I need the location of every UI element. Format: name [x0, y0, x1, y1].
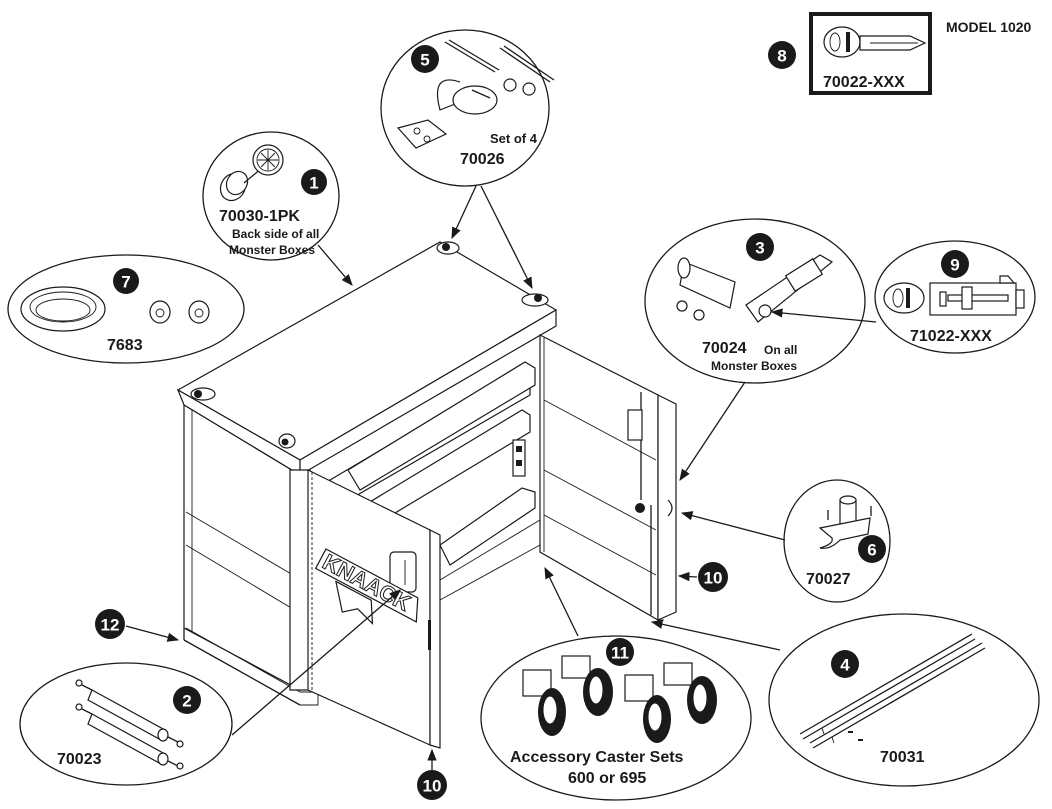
- badge-12: [95, 609, 125, 639]
- callout-2: 2 70023: [19, 589, 401, 786]
- part-number-71022-xxx: 71022-XXX: [910, 328, 992, 345]
- svg-text:6: 6: [867, 541, 876, 560]
- part-number-70022-xxx: 70022-XXX: [823, 74, 905, 91]
- callout-11: 11 Accessory Caster Sets 600 or 695: [480, 566, 752, 801]
- lifting-eye-front-left: [190, 387, 216, 401]
- badge-4: [831, 650, 859, 678]
- model-title: MODEL 1020: [946, 19, 1032, 35]
- callout-10-left: 10: [417, 748, 447, 800]
- svg-text:Monster Boxes: Monster Boxes: [229, 243, 315, 257]
- svg-text:1: 1: [309, 174, 318, 193]
- part-number-70030-1pk: 70030-1PK: [219, 208, 300, 225]
- callout-6: 6 70027: [680, 479, 891, 603]
- callout-10-right: 10: [677, 562, 728, 592]
- lifting-eye-rear-left: [436, 241, 460, 255]
- grommet-icon: [20, 286, 210, 332]
- latch-bracket-icon: [818, 495, 872, 549]
- svg-text:10: 10: [423, 777, 442, 796]
- vent-cap-icon: [219, 144, 284, 202]
- badge-9: [941, 250, 969, 278]
- svg-text:10: 10: [704, 569, 723, 588]
- svg-text:Accessory Caster Sets: Accessory Caster Sets: [510, 749, 684, 766]
- lifting-eye-rear-right: [521, 293, 549, 307]
- part-number-70027: 70027: [806, 571, 851, 588]
- svg-text:5: 5: [420, 51, 429, 70]
- badge-6: [858, 535, 886, 563]
- svg-text:600 or 695: 600 or 695: [568, 770, 646, 787]
- part-number-70031: 70031: [880, 749, 925, 766]
- badge-1: [301, 169, 327, 195]
- svg-text:3: 3: [755, 239, 764, 258]
- rod-icon: [799, 633, 986, 749]
- caster-icon: [522, 655, 717, 743]
- svg-text:11: 11: [611, 644, 629, 663]
- badge-8: [768, 41, 796, 69]
- callout-3: 3 70024 On all Monster Boxes: [644, 218, 866, 481]
- lock-cylinder-icon: [676, 254, 834, 323]
- svg-text:7: 7: [121, 273, 130, 292]
- badge-10-second: [417, 770, 447, 800]
- callout-5: 5 Set of 4 70026: [380, 29, 555, 290]
- callout-7: 7 7683: [7, 254, 245, 364]
- part-number-70026: 70026: [460, 151, 505, 168]
- svg-text:12: 12: [101, 616, 120, 635]
- part-number-70024: 70024: [702, 340, 747, 357]
- svg-text:Set of 4: Set of 4: [490, 131, 538, 146]
- badge-2: [173, 686, 201, 714]
- svg-text:8: 8: [777, 47, 786, 66]
- svg-text:2: 2: [182, 692, 191, 711]
- callout-9: 9 71022-XXX: [770, 240, 1036, 354]
- callout-4: 4 70031: [650, 613, 1040, 787]
- svg-text:On all: On all: [764, 343, 797, 357]
- lifting-eye-front-right: [278, 433, 296, 449]
- key-icon: [823, 26, 927, 58]
- badge-11: [606, 638, 634, 666]
- svg-text:4: 4: [840, 656, 850, 675]
- svg-text:9: 9: [950, 256, 959, 275]
- lifting-eye-icon: [396, 39, 555, 149]
- part-number-70023: 70023: [57, 751, 102, 768]
- part-number-7683: 7683: [107, 337, 143, 354]
- callout-1: 1 70030-1PK Back side of all Monster Box…: [202, 131, 353, 286]
- key-lock-icon: [883, 275, 1025, 316]
- callout-8: 8 70022-XXX: [768, 12, 932, 95]
- shelf-lower: [439, 487, 536, 566]
- badge-3: [746, 233, 774, 261]
- svg-text:Monster Boxes: Monster Boxes: [711, 359, 797, 373]
- svg-text:Back side of all: Back side of all: [232, 227, 319, 241]
- badge-5: [411, 45, 439, 73]
- badge-7: [113, 268, 139, 294]
- hinge-pin-icon: [75, 679, 184, 770]
- callout-12: 12: [95, 609, 180, 642]
- badge-10: [698, 562, 728, 592]
- cabinet: KNAACK: [176, 241, 677, 749]
